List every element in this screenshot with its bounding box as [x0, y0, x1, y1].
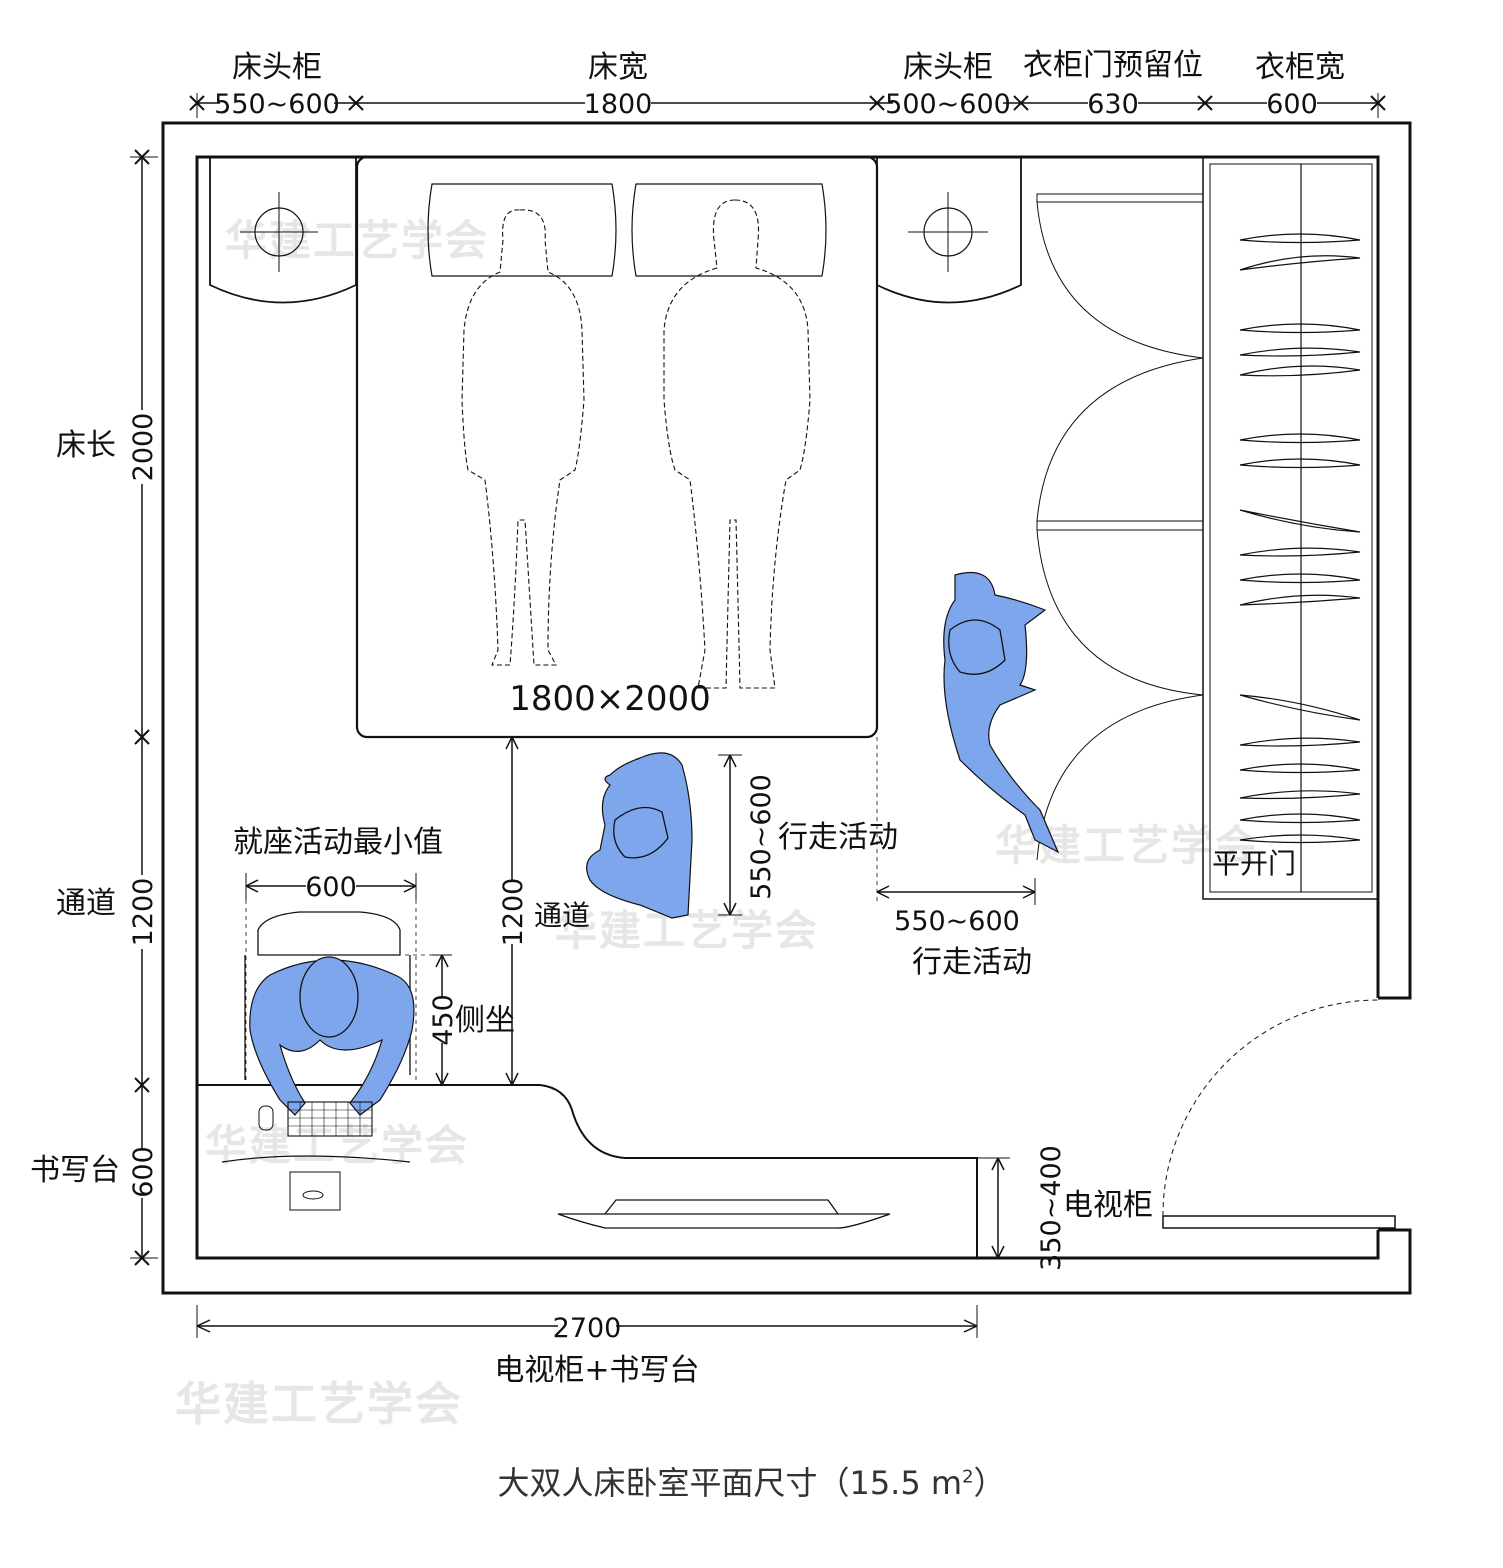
- walking-person-label: 行走活动: [778, 820, 898, 855]
- wardrobe: [1036, 156, 1379, 900]
- passage-mid-label: 通道: [534, 899, 590, 932]
- top-dim-values: [220, 88, 1317, 118]
- nightstand-left: [209, 157, 357, 304]
- passage-mid-value: 1200: [498, 878, 529, 947]
- dim-value-wardrobe-door-space: 630: [1087, 89, 1139, 120]
- dim-value-bg: [306, 872, 356, 900]
- walking-bottom-value: 550~600: [894, 906, 1020, 937]
- hinged-door-label: 平开门: [1212, 847, 1296, 880]
- bed: [355, 155, 879, 739]
- dim-label-bed-width: 床宽: [588, 50, 648, 85]
- dim-label-desk: 书写台: [30, 1153, 120, 1188]
- hangers: [1239, 233, 1361, 844]
- dim-value-nightstand-right: 500~600: [885, 89, 1011, 120]
- dim-label-passage: 通道: [56, 886, 116, 921]
- watermark: 华建工艺学会: [175, 1377, 463, 1431]
- monitor-base: [289, 1171, 341, 1211]
- dim-value-nightstand-left: 550~600: [214, 89, 340, 120]
- dim-value-desk: 600: [128, 1146, 159, 1198]
- watermarks: 华建工艺学会 华建工艺学会 华建工艺学会 华建工艺学会 华建工艺学会: [175, 216, 1257, 1431]
- sleeper-female: [461, 209, 585, 666]
- desk-tv-cabinet: [197, 1084, 978, 1258]
- tv-cabinet-value: 350~400: [1036, 1145, 1067, 1271]
- keyboard: [287, 1101, 373, 1137]
- title-close: ）: [973, 1464, 1006, 1502]
- dim-value-passage: 1200: [128, 878, 159, 947]
- bed-size-label: 1800×2000: [509, 679, 711, 719]
- passage-person: [586, 752, 693, 919]
- dim-value-bg: [128, 410, 158, 484]
- pillow-right: [631, 183, 827, 277]
- walls: [161, 121, 1412, 1295]
- dim-label-nightstand-right: 床头柜: [903, 50, 993, 85]
- dim-label-wardrobe-door-space: 衣柜门预留位: [1023, 48, 1203, 83]
- dim-value-wardrobe-width: 600: [1266, 89, 1318, 120]
- seated-person: [249, 956, 415, 1137]
- tv-cabinet-label: 电视柜: [1063, 1188, 1153, 1223]
- entry-door: [1162, 999, 1396, 1229]
- dim-value-bg: [498, 880, 526, 944]
- nightstand-right: [876, 157, 1022, 304]
- pillow-left: [427, 183, 617, 277]
- walking-bottom-label: 行走活动: [912, 945, 1032, 980]
- mouse: [258, 1105, 274, 1131]
- walking-person-value: 550~600: [746, 774, 777, 900]
- side-sit-label: 侧坐: [455, 1003, 515, 1038]
- sleeper-male: [663, 199, 811, 689]
- dim-value-bg: [558, 1311, 616, 1341]
- dim-label-wardrobe-width: 衣柜宽: [1255, 50, 1345, 85]
- title-text: 大双人床卧室平面尺寸（15.5 m: [497, 1464, 963, 1502]
- dim-value-bed-length: 2000: [128, 413, 159, 482]
- tv: [557, 1213, 891, 1229]
- dim-value-total-width: 2700: [553, 1313, 622, 1344]
- watermark: 华建工艺学会: [205, 1121, 469, 1170]
- title-superscript: 2: [962, 1466, 974, 1488]
- dim-label-total-width: 电视柜+书写台: [494, 1353, 699, 1388]
- dim-value-bg: [430, 997, 456, 1043]
- page-title: 大双人床卧室平面尺寸（15.5 m2）: [0, 1458, 1503, 1504]
- monitor: [221, 1155, 411, 1163]
- dim-label-nightstand-left: 床头柜: [232, 50, 322, 85]
- walking-person: [943, 571, 1060, 854]
- seated-min-value: 600: [305, 872, 357, 903]
- dim-value-bg: [128, 1148, 158, 1198]
- dim-label-bed-length: 床长: [56, 428, 116, 463]
- dim-value-bg: [128, 875, 158, 949]
- side-sit-value: 450: [428, 994, 459, 1046]
- dim-value-bed-width: 1800: [584, 89, 653, 120]
- seated-min-label: 就座活动最小值: [233, 825, 443, 860]
